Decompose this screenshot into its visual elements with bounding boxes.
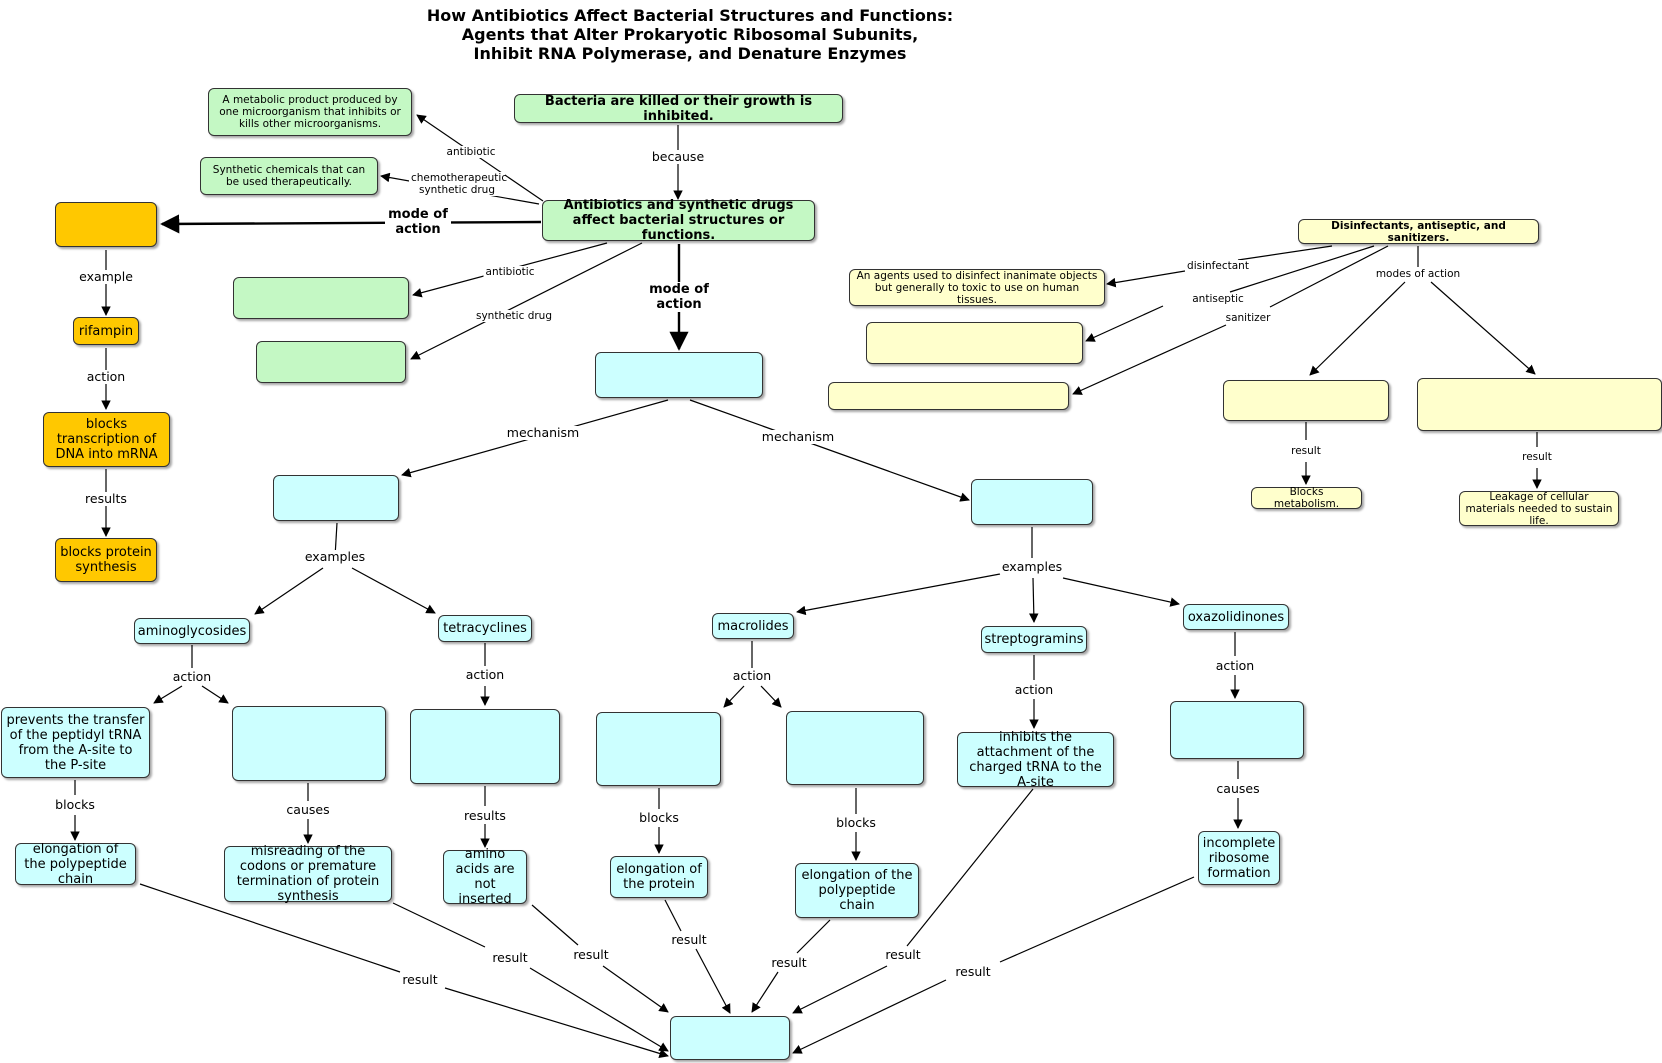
label-action-tetracyclines: action <box>463 667 507 682</box>
amino-acids-not-inserted-node[interactable]: amino acids are not inserted <box>443 847 527 907</box>
label-disinfectant: disinfectant <box>1185 260 1251 272</box>
antibiotic-definition-node[interactable]: A metabolic product produced by one micr… <box>208 88 412 136</box>
label-result-4: result <box>669 932 709 947</box>
label-blocks-1: blocks <box>53 797 97 812</box>
label-modes-of-action: modes of action <box>1373 268 1463 280</box>
label-examples-right: examples <box>999 559 1065 574</box>
label-blocks-3: blocks <box>834 815 878 830</box>
label-result-6: result <box>883 947 923 962</box>
label-action-macrolides: action <box>730 668 774 683</box>
streptogramins-node[interactable]: streptogramins <box>981 626 1087 653</box>
label-result-7: result <box>953 964 993 979</box>
green-blank-node-2[interactable] <box>256 341 406 383</box>
yellow-blank-node-1[interactable] <box>866 322 1083 364</box>
yellow-blank-node-2[interactable] <box>828 382 1069 410</box>
elongation-protein-node[interactable]: elongation of the protein <box>610 856 708 898</box>
rifampin-node[interactable]: rifampin <box>73 317 139 345</box>
label-mechanism-right: mechanism <box>759 429 837 444</box>
label-mechanism-left: mechanism <box>504 425 582 440</box>
label-examples-left: examples <box>302 549 368 564</box>
label-action-oxazolidinones: action <box>1213 658 1257 673</box>
elongation-polypeptide-node-2[interactable]: elongation of the polypeptide chain <box>795 863 919 918</box>
cyan-blank-node-top[interactable] <box>595 352 763 398</box>
bacteria-killed-node[interactable]: Bacteria are killed or their growth is i… <box>514 94 843 124</box>
elongation-polypeptide-node[interactable]: elongation of the polypeptide chain <box>15 842 136 887</box>
aminoglycoside-blank-node[interactable] <box>232 706 386 781</box>
page-title: How Antibiotics Affect Bacterial Structu… <box>426 6 954 63</box>
label-antiseptic: antiseptic <box>1190 293 1246 305</box>
incomplete-ribosome-node[interactable]: incomplete ribosome formation <box>1198 831 1280 885</box>
label-result-2: result <box>490 950 530 965</box>
synthetic-definition-node[interactable]: Synthetic chemicals that can be used the… <box>200 157 378 195</box>
aminoglycosides-node[interactable]: aminoglycosides <box>134 618 250 644</box>
label-result-yellow-1: result <box>1289 445 1323 457</box>
label-example: example <box>77 269 135 284</box>
label-action-aminoglycosides: action <box>170 669 214 684</box>
yellow-blank-node-4[interactable] <box>1417 378 1662 431</box>
label-result-1: result <box>400 972 440 987</box>
label-chemotherapeutic: chemotherapeutic synthetic drug <box>409 172 508 196</box>
blocks-transcription-node[interactable]: blocks transcription of DNA into mRNA <box>43 412 170 467</box>
label-sanitizer: sanitizer <box>1223 312 1273 324</box>
prevents-transfer-node[interactable]: prevents the transfer of the peptidyl tR… <box>1 707 150 778</box>
label-causes-2: causes <box>1214 781 1262 796</box>
inhibits-attachment-node[interactable]: inhibits the attachment of the charged t… <box>957 730 1114 790</box>
blocks-metabolism-node[interactable]: Blocks metabolism. <box>1251 486 1362 510</box>
antibiotics-drugs-node[interactable]: Antibiotics and synthetic drugs affect b… <box>542 198 815 243</box>
orange-blank-node[interactable] <box>55 202 157 247</box>
label-results-tetracyclines: results <box>462 808 508 823</box>
label-mode-of-action-center: mode of action <box>646 282 712 312</box>
label-mode-of-action-left: mode of action <box>385 207 451 237</box>
macrolides-node[interactable]: macrolides <box>712 613 794 639</box>
label-blocks-2: blocks <box>637 810 681 825</box>
cyan-blank-node-left[interactable] <box>273 475 399 521</box>
leakage-node[interactable]: Leakage of cellular materials needed to … <box>1459 491 1619 527</box>
label-action-rifampin: action <box>84 369 128 384</box>
macrolide-blank-node-1[interactable] <box>596 712 721 786</box>
blocks-protein-synthesis-node[interactable]: blocks protein synthesis <box>55 538 157 582</box>
yellow-blank-node-3[interactable] <box>1223 380 1389 421</box>
oxazolidinones-node[interactable]: oxazolidinones <box>1183 604 1289 630</box>
label-result-yellow-2: result <box>1520 451 1554 463</box>
label-antibiotic-mid: antibiotic <box>483 266 537 278</box>
macrolide-blank-node-2[interactable] <box>786 711 924 785</box>
disinfectant-definition-node[interactable]: An agents used to disinfect inanimate ob… <box>849 269 1105 306</box>
tetracyclines-node[interactable]: tetracyclines <box>438 615 532 642</box>
label-because: because <box>649 149 707 164</box>
label-results-rifampin: results <box>83 491 129 506</box>
final-result-blank-node[interactable] <box>670 1016 790 1060</box>
label-result-3: result <box>571 947 611 962</box>
oxazolidinone-blank-node[interactable] <box>1170 701 1304 759</box>
cyan-blank-node-right[interactable] <box>971 479 1093 525</box>
green-blank-node-1[interactable] <box>233 277 409 319</box>
label-action-streptogramins: action <box>1012 682 1056 697</box>
label-causes-1: causes <box>284 802 332 817</box>
misreading-node[interactable]: misreading of the codons or premature te… <box>224 844 392 904</box>
label-synthetic-drug: synthetic drug <box>473 310 555 322</box>
disinfectants-node[interactable]: Disinfectants, antiseptic, and sanitizer… <box>1298 219 1539 244</box>
label-result-5: result <box>769 955 809 970</box>
label-antibiotic-top: antibiotic <box>444 146 498 158</box>
tetracycline-blank-node[interactable] <box>410 709 560 784</box>
